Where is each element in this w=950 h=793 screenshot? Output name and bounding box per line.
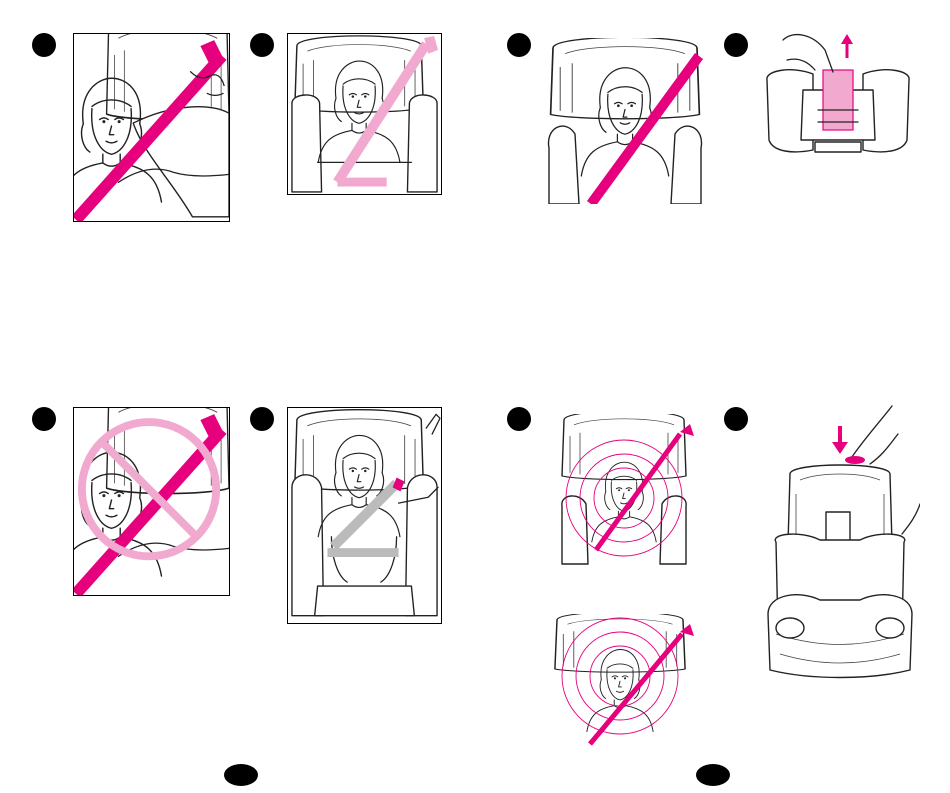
headrest-release-drawing: [763, 30, 913, 165]
incorrect-belt-drawing: [74, 408, 229, 595]
step-7-illustration-bottom: [550, 614, 710, 746]
seat-belt-strap: [333, 483, 396, 546]
step-1-illustration: [73, 33, 230, 222]
step-1-badge: [32, 33, 56, 57]
child-seat-drawing: [288, 34, 441, 194]
belt-position-drawing: [556, 414, 706, 570]
child-seat-belt-drawing: [74, 34, 229, 221]
step-8-badge: [724, 407, 748, 431]
step-5-illustration: [73, 407, 230, 596]
step-3-illustration: [545, 38, 705, 204]
step-6-badge: [250, 407, 274, 431]
page-number-left: [224, 764, 258, 786]
page-number-right: [696, 764, 730, 786]
step-7-badge: [507, 407, 531, 431]
belt-position-drawing: [550, 614, 710, 746]
step-2-illustration: [287, 33, 442, 195]
step-4-badge: [724, 33, 748, 57]
step-2-badge: [250, 33, 274, 57]
step-4-illustration: [763, 30, 913, 165]
step-8-illustration: [760, 404, 920, 694]
step-7-illustration-top: [556, 414, 706, 570]
step-5-badge: [32, 407, 56, 431]
arrow-up-icon: [841, 34, 853, 44]
step-3-badge: [507, 33, 531, 57]
child-seat-belt-drawing: [545, 38, 705, 204]
booster-seat-drawing: [760, 404, 920, 694]
child-seat-buckled-drawing: [288, 408, 441, 623]
arrow-down-icon: [832, 442, 848, 454]
step-6-illustration: [287, 407, 442, 624]
